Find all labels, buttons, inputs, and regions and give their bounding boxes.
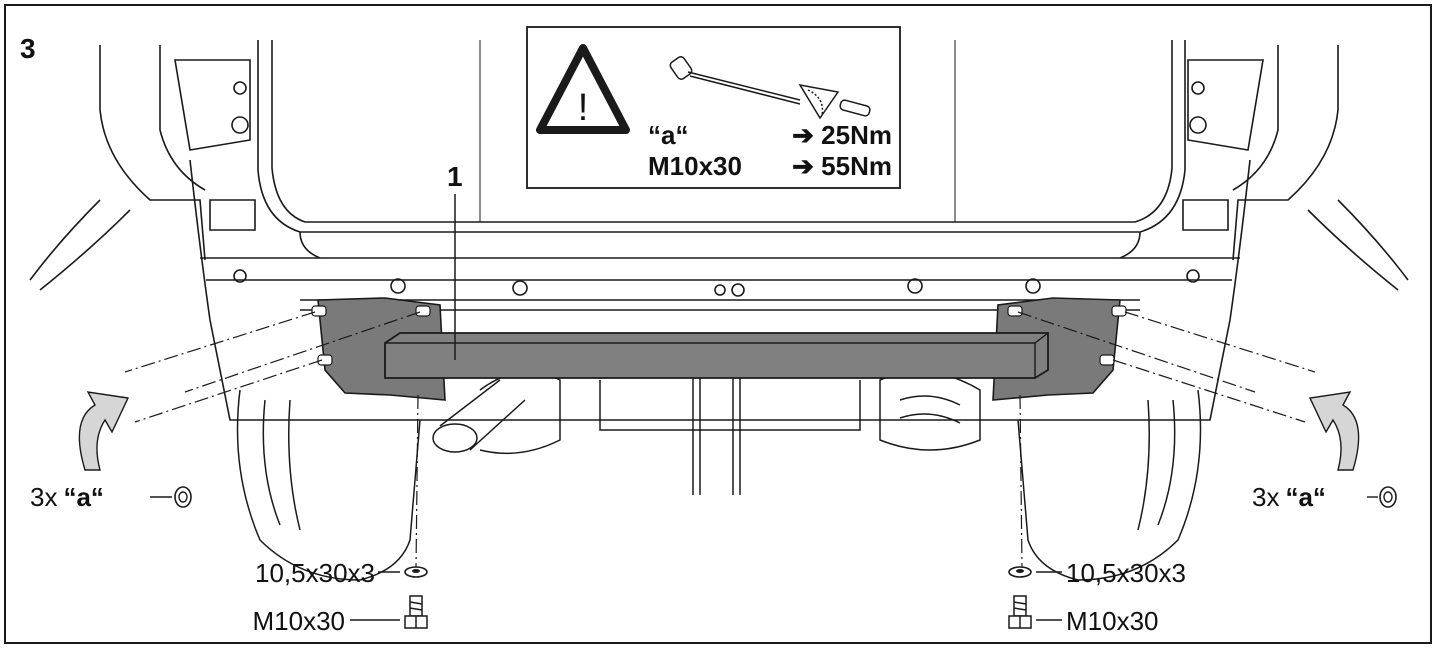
left-bolt-label: M10x30 <box>253 606 346 636</box>
left-fastener-callout: 10,5x30x3 M10x30 <box>253 558 428 636</box>
left-washer-label: 10,5x30x3 <box>255 558 375 588</box>
warning-triangle-icon <box>536 44 630 134</box>
right-nut-label: “a“ <box>1285 482 1325 512</box>
left-nut-callout: 3x“a“ <box>30 482 192 512</box>
right-nut-qty: 3x <box>1252 482 1279 512</box>
torque-value-a: ➔ 25Nm <box>792 120 892 150</box>
torque-value-bolt: ➔ 55Nm <box>792 151 892 181</box>
right-washer-label: 10,5x30x3 <box>1066 558 1186 588</box>
step-number: 3 <box>20 33 36 64</box>
right-rotation-arrow <box>1308 391 1360 471</box>
nut-icon <box>174 486 192 508</box>
crossbar-part <box>384 332 1049 379</box>
svg-text:3x“a“: 3x“a“ <box>30 482 104 512</box>
left-nut-label: “a“ <box>63 482 103 512</box>
torque-info-box: ! “a“ ➔ 25Nm M10x30 ➔ 55Nm <box>526 26 901 189</box>
bolt-icon <box>1008 595 1032 629</box>
wheels-and-suspension <box>236 370 1202 581</box>
svg-text:3x“a“: 3x“a“ <box>1252 482 1326 512</box>
torque-wrench-icon <box>669 56 871 120</box>
svg-text:!: ! <box>578 87 589 129</box>
torque-label-bolt: M10x30 <box>648 151 742 181</box>
right-fastener-callout: 10,5x30x3 M10x30 <box>1008 558 1186 636</box>
right-bolt-label: M10x30 <box>1066 606 1159 636</box>
vehicle-rear <box>29 40 1409 421</box>
bolt-icon <box>404 595 428 629</box>
part-number-label: 1 <box>447 161 463 192</box>
torque-label-a: “a“ <box>648 120 688 150</box>
left-rotation-arrow <box>78 391 130 471</box>
left-nut-qty: 3x <box>30 482 57 512</box>
fixing-lines <box>124 311 1316 569</box>
right-nut-callout: 3x“a“ <box>1252 482 1397 512</box>
nut-icon <box>1379 486 1397 508</box>
